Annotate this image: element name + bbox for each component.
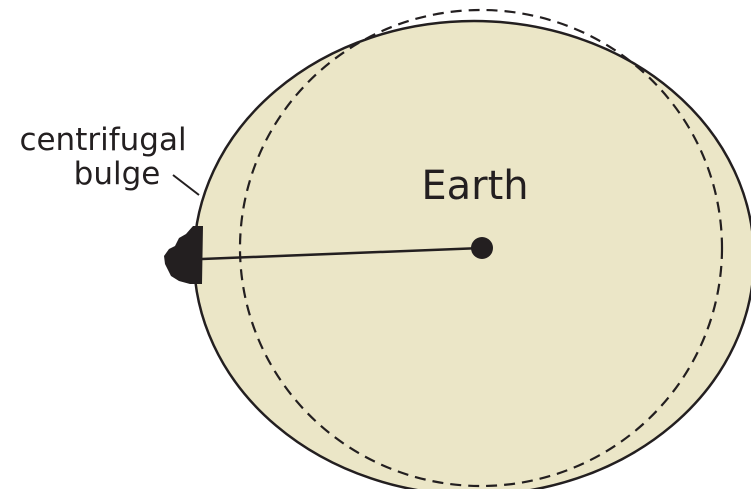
bulge-label: bulge [74,156,161,192]
centrifugal-label: centrifugal [19,122,186,158]
earth-label: Earth [421,163,528,209]
center-point [471,237,493,259]
bulge-leader-line [173,175,199,195]
centrifugal-bulge-shape [164,226,203,284]
